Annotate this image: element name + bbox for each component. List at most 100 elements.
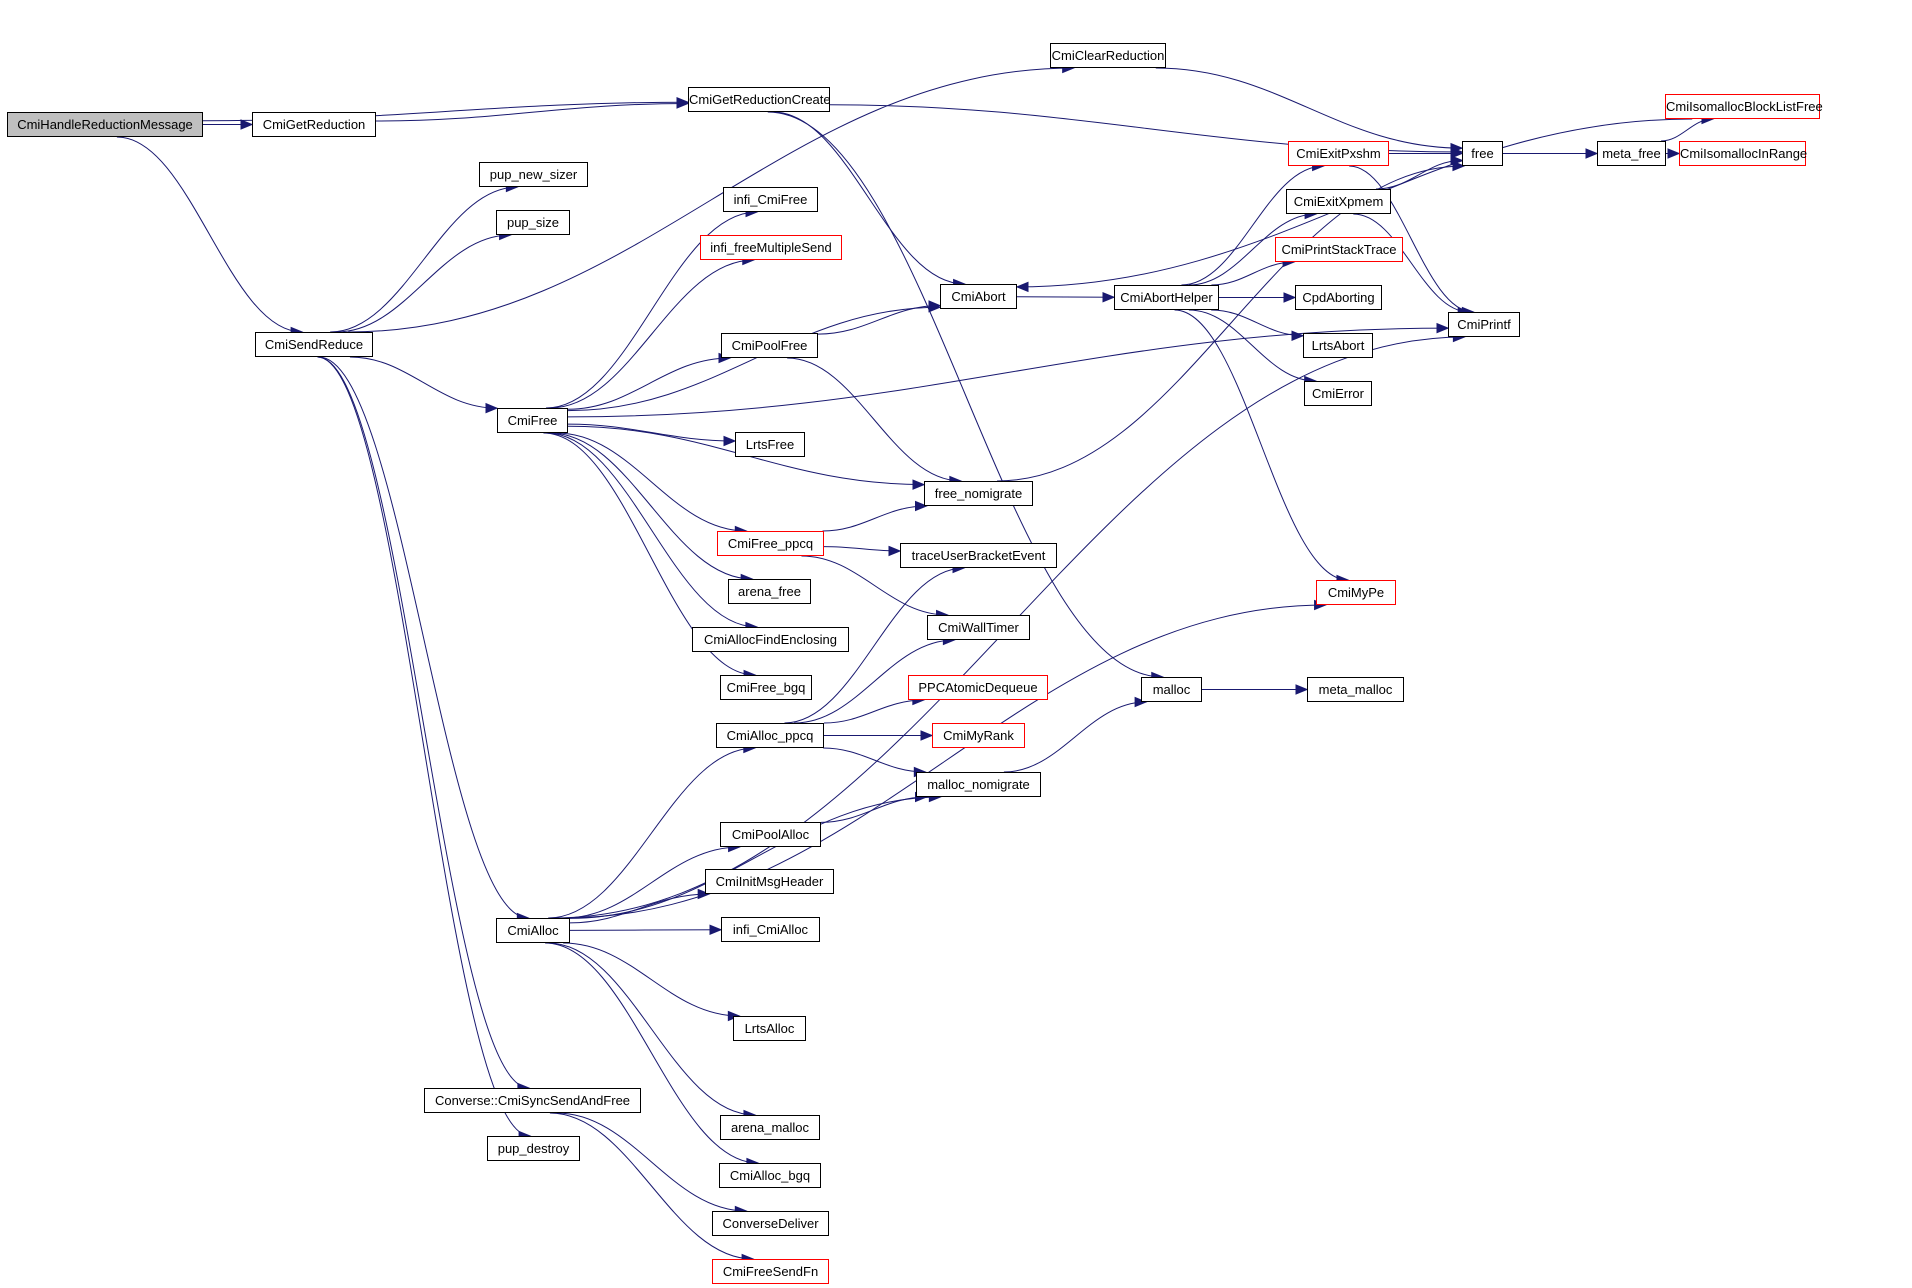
node-conversedeliver[interactable]: ConverseDeliver — [712, 1211, 829, 1236]
node-cmiallocfindenclosing[interactable]: CmiAllocFindEnclosing — [692, 627, 849, 652]
arrowhead-icon — [1585, 148, 1599, 159]
node-cmiwalltimer[interactable]: CmiWallTimer — [927, 615, 1030, 640]
edge-CmiFree-to-LrtsFree — [567, 423, 736, 442]
edge-CmiExitPxshm-to-CmiPrintf — [1349, 165, 1474, 313]
edge-CmiSendReduce-to-CmiClearReduction — [348, 67, 1074, 333]
node-cmifreesendfn[interactable]: CmiFreeSendFn — [712, 1259, 829, 1284]
node-meta-malloc[interactable]: meta_malloc — [1307, 677, 1404, 702]
node-cmiabort[interactable]: CmiAbort — [940, 284, 1017, 309]
edge-CmiExitXpmem-to-CmiPrintf — [1353, 213, 1470, 313]
node-cmiprintstacktrace[interactable]: CmiPrintStackTrace — [1275, 237, 1403, 262]
node-cmigetreduction[interactable]: CmiGetReduction — [252, 112, 376, 137]
edge-CmiAlloc-to-arena_malloc — [548, 942, 755, 1116]
node-cmipoolfree[interactable]: CmiPoolFree — [721, 333, 818, 358]
node-cmigetreductioncreate[interactable]: CmiGetReductionCreate — [688, 87, 831, 112]
arrowhead-icon — [1436, 322, 1450, 334]
edge-free_nomigrate-to-free — [997, 165, 1464, 482]
edge-CmiAlloc-to-LrtsAlloc — [563, 942, 740, 1017]
node-pup-new-sizer[interactable]: pup_new_sizer — [479, 162, 588, 187]
edge-CmiSendReduce-to-CmiSyncSendAndFree — [317, 356, 529, 1089]
node-cmiisomallocblocklistfree[interactable]: CmiIsomallocBlockListFree — [1665, 94, 1823, 119]
node-cmifree-bgq[interactable]: CmiFree_bgq — [720, 675, 812, 700]
node-cmialloc-ppcq[interactable]: CmiAlloc_ppcq — [716, 723, 824, 748]
edge-CmiFree-to-CmiPoolFree — [567, 357, 731, 410]
node-cmisendreduce[interactable]: CmiSendReduce — [255, 332, 373, 357]
node-cmipoolalloc[interactable]: CmiPoolAlloc — [720, 822, 821, 847]
arrowhead-icon — [1015, 281, 1029, 293]
node-lrtsalloc[interactable]: LrtsAlloc — [733, 1016, 806, 1041]
node-cmimype[interactable]: CmiMyPe — [1316, 580, 1396, 605]
edge-CmiFree-to-arena_free — [549, 432, 753, 580]
edge-CmiFree-to-CmiFree_ppcq — [556, 432, 747, 532]
node-lrtsabort[interactable]: LrtsAbort — [1303, 333, 1373, 358]
node-cmiisomallocinrange[interactable]: CmiIsomallocInRange — [1679, 141, 1807, 166]
edge-CmiFree-to-CmiAbort — [567, 306, 941, 412]
arrowhead-icon — [1102, 291, 1116, 303]
node-cmiinitmsgheader[interactable]: CmiInitMsgHeader — [705, 869, 834, 894]
arrowhead-icon — [676, 98, 690, 109]
arrowhead-icon — [1452, 160, 1466, 172]
arrowhead-icon — [915, 500, 928, 512]
edge-CmiHandleReductionMessage-to-CmiSendReduce — [116, 136, 303, 333]
node-pup-size[interactable]: pup_size — [496, 210, 570, 235]
arrowhead-icon — [709, 924, 723, 935]
node-arena-free[interactable]: arena_free — [728, 579, 811, 604]
node-cmifree-ppcq[interactable]: CmiFree_ppcq — [717, 531, 824, 556]
arrowhead-icon — [1295, 684, 1309, 695]
arrowhead-icon — [1134, 696, 1148, 708]
node-cmierror[interactable]: CmiError — [1304, 381, 1372, 406]
node-infi-cmifree[interactable]: infi_CmiFree — [723, 187, 818, 212]
arrowhead-icon — [1450, 148, 1464, 159]
node-free[interactable]: free — [1462, 141, 1503, 166]
node-arena-malloc[interactable]: arena_malloc — [720, 1115, 820, 1140]
edge-CmiFree-to-CmiFree_bgq — [543, 432, 756, 676]
edge-CmiAlloc-to-infi_CmiAlloc — [569, 929, 722, 931]
node-free-nomigrate[interactable]: free_nomigrate — [924, 481, 1033, 506]
edge-CmiSendReduce-to-CmiAlloc — [318, 356, 529, 919]
node-cpdaborting[interactable]: CpdAborting — [1295, 285, 1382, 310]
node-cmiaborthelper[interactable]: CmiAbortHelper — [1114, 285, 1219, 310]
arrowhead-icon — [485, 402, 499, 414]
arrowhead-icon — [912, 479, 926, 490]
node-traceuserbracketevent[interactable]: traceUserBracketEvent — [900, 543, 1057, 568]
edge-CmiSyncSendAndFree-to-CmiFreeSendFn — [549, 1112, 754, 1260]
node-pup-destroy[interactable]: pup_destroy — [487, 1136, 580, 1161]
edge-CmiClearReduction-to-free — [1155, 67, 1463, 149]
node-cmifree[interactable]: CmiFree — [497, 408, 568, 433]
edge-CmiSendReduce-to-pup_new_sizer — [330, 186, 518, 333]
arrowhead-icon — [1667, 148, 1681, 159]
node-infi-cmialloc[interactable]: infi_CmiAlloc — [721, 917, 820, 942]
node-cmialloc[interactable]: CmiAlloc — [496, 918, 570, 943]
edge-CmiAbortHelper-to-CmiMyPe — [1174, 309, 1348, 581]
edge-CmiFree_ppcq-to-CmiWallTimer — [801, 555, 948, 616]
node-infi-freemultiplesend[interactable]: infi_freeMultipleSend — [700, 235, 842, 260]
node-cmialloc-bgq[interactable]: CmiAlloc_bgq — [719, 1163, 821, 1188]
edge-CmiAlloc_ppcq-to-traceUserBracketEvent — [784, 567, 965, 724]
arrowhead-icon — [1291, 330, 1305, 341]
edge-CmiAlloc-to-CmiPoolAlloc — [563, 846, 740, 919]
node-cmiclearreduction[interactable]: CmiClearReduction — [1050, 43, 1166, 68]
edge-CmiAbortHelper-to-CmiExitXpmem — [1188, 213, 1317, 286]
node-malloc[interactable]: malloc — [1141, 677, 1202, 702]
node-cmiexitxpmem[interactable]: CmiExitXpmem — [1286, 189, 1391, 214]
edge-CmiSendReduce-to-pup_size — [336, 234, 511, 333]
node-malloc-nomigrate[interactable]: malloc_nomigrate — [916, 772, 1041, 797]
edge-CmiAlloc-to-CmiInitMsgHeader — [569, 893, 710, 924]
node-cmiexitpxshm[interactable]: CmiExitPxshm — [1288, 141, 1389, 166]
node-cmihandlereductionmessage[interactable]: CmiHandleReductionMessage — [7, 112, 203, 137]
edge-CmiAbortHelper-to-CmiExitPxshm — [1181, 165, 1324, 286]
node-cmisyncsendandfree[interactable]: Converse::CmiSyncSendAndFree — [424, 1088, 641, 1113]
node-cmimyrank[interactable]: CmiMyRank — [932, 723, 1025, 748]
node-ppcatomicdequeue[interactable]: PPCAtomicDequeue — [908, 675, 1048, 700]
edge-CmiAlloc-to-CmiAlloc_bgq — [545, 942, 758, 1164]
edge-CmiSyncSendAndFree-to-ConverseDeliver — [556, 1112, 747, 1212]
node-meta-free[interactable]: meta_free — [1597, 141, 1666, 166]
edge-CmiSendReduce-to-CmiFree — [349, 356, 498, 409]
edge-CmiAlloc_ppcq-to-PPCAtomicDequeue — [823, 699, 924, 724]
node-cmiprintf[interactable]: CmiPrintf — [1448, 312, 1520, 337]
node-lrtsfree[interactable]: LrtsFree — [735, 432, 805, 457]
edge-CmiAlloc_ppcq-to-CmiWallTimer — [794, 639, 955, 724]
edge-CmiFree-to-CmiAllocFindEnclosing — [546, 432, 757, 628]
